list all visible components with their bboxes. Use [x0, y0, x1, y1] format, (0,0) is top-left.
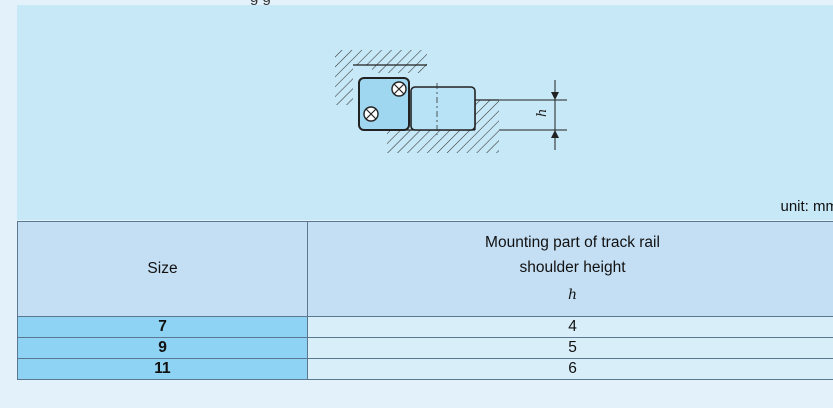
- upper-housing-hatch: [335, 50, 427, 105]
- table-row: 11 6: [17, 358, 833, 380]
- table-row: 7 4: [17, 316, 833, 338]
- height-column-header: Mounting part of track rail shoulder hei…: [307, 221, 833, 317]
- size-cell: 11: [17, 358, 308, 380]
- shoulder-height-table: Size Mounting part of track rail shoulde…: [17, 221, 833, 380]
- rail-shoulder-drawing: h: [335, 50, 567, 153]
- table-row: 9 5: [17, 337, 833, 359]
- height-cell: 5: [307, 337, 833, 359]
- height-header-line1: Mounting part of track rail: [485, 234, 660, 251]
- unit-label: unit: mm: [780, 198, 833, 215]
- cut-off-heading: g g: [250, 0, 271, 6]
- shoulder-hatch: [475, 100, 499, 130]
- size-cell: 9: [17, 337, 308, 359]
- dimension-symbol-h: h: [535, 109, 550, 117]
- height-cell: 4: [307, 316, 833, 338]
- size-cell: 7: [17, 316, 308, 338]
- height-cell: 6: [307, 358, 833, 380]
- height-header-symbol: h: [567, 287, 578, 303]
- lower-base-hatch: [387, 130, 499, 153]
- track-rail: [410, 86, 476, 131]
- size-column-header: Size: [17, 221, 308, 317]
- height-header-line2: shoulder height: [519, 259, 626, 276]
- figure-panel: h unit: mm: [17, 5, 833, 220]
